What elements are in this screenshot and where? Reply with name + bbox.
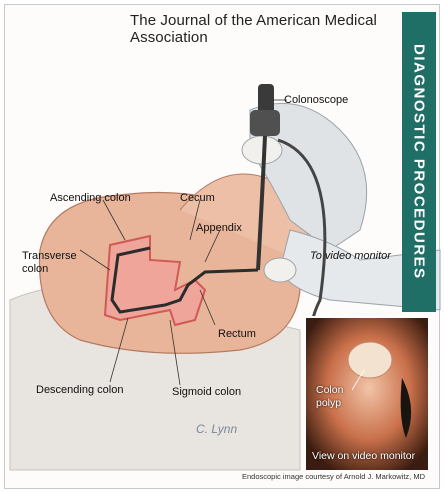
inset-polyp-label-line2: polyp (316, 397, 343, 410)
inset-polyp-label: Colon polyp (316, 384, 343, 410)
inset-polyp-label-line1: Colon (316, 384, 343, 397)
label-rectum: Rectum (218, 328, 256, 340)
side-tab: DIAGNOSTIC PROCEDURES (402, 12, 436, 312)
side-tab-label: DIAGNOSTIC PROCEDURES (411, 44, 428, 280)
label-cecum: Cecum (180, 192, 215, 204)
label-colonoscope: Colonoscope (284, 94, 348, 106)
label-to-video-monitor: To video monitor (310, 250, 391, 262)
artist-signature: C. Lynn (196, 422, 237, 436)
label-transverse-colon-line2: colon (22, 263, 48, 275)
endoscopic-image-inset: Colon polyp View on video monitor (304, 316, 430, 472)
journal-title: The Journal of the American Medical Asso… (130, 12, 444, 46)
image-credit: Endoscopic image courtesy of Arnold J. M… (242, 472, 425, 481)
label-ascending-colon: Ascending colon (50, 192, 131, 204)
inset-caption: View on video monitor (312, 450, 415, 462)
label-appendix: Appendix (196, 222, 242, 234)
label-sigmoid-colon: Sigmoid colon (172, 386, 241, 398)
label-transverse-colon-line1: Transverse (22, 250, 77, 262)
label-descending-colon: Descending colon (36, 384, 123, 396)
